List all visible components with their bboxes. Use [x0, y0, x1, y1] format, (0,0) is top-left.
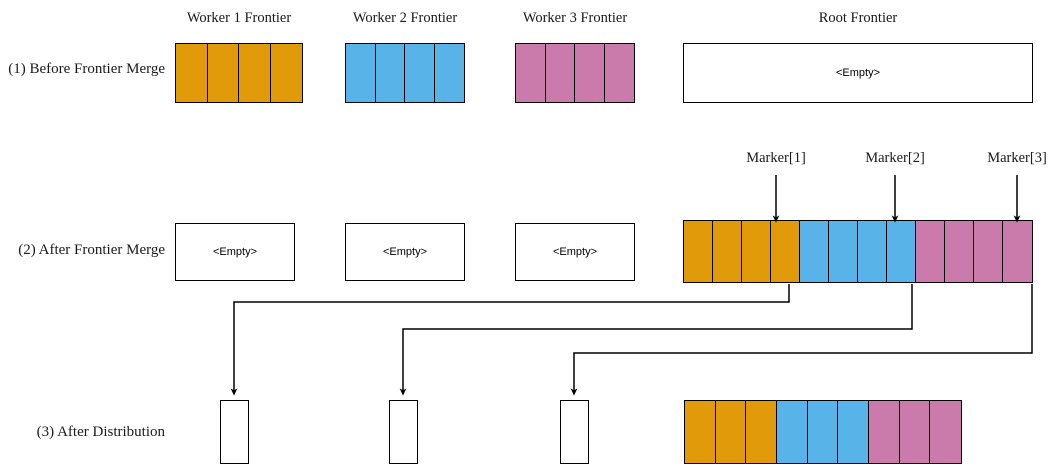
- frontier-cell: [575, 44, 605, 102]
- root-remainder-frontier-bar: [684, 400, 962, 464]
- frontier-cell: [776, 401, 808, 463]
- frontier-cell: [346, 44, 376, 102]
- frontier-cell: [1003, 221, 1032, 282]
- row-label-after-frontier-merge: (2) After Frontier Merge: [18, 242, 165, 258]
- frontier-cell: [545, 44, 575, 102]
- connector-lines: [230, 175, 1033, 396]
- worker-1-frontier-bar: [175, 43, 303, 103]
- frontier-cell: [715, 401, 747, 463]
- empty-label: <Empty>: [382, 245, 428, 258]
- frontier-cell: [930, 401, 961, 463]
- frontier-cell: [239, 44, 271, 102]
- column-title-worker-2-frontier: Worker 2 Frontier: [352, 10, 458, 26]
- worker-1-distributed-cell: [220, 400, 249, 464]
- column-title-worker-3-frontier: Worker 3 Frontier: [522, 10, 628, 26]
- frontier-cell: [685, 401, 716, 463]
- empty-label: <Empty>: [212, 245, 258, 258]
- frontier-cell: [858, 221, 887, 282]
- column-title-worker-1-frontier: Worker 1 Frontier: [186, 10, 292, 26]
- frontier-cell: [713, 221, 742, 282]
- frontier-cell: [742, 221, 771, 282]
- frontier-cell: [375, 44, 405, 102]
- worker-3-frontier-bar: [515, 43, 635, 103]
- row-label-after-distribution: (3) After Distribution: [36, 424, 165, 440]
- marker-3-label: Marker[3]: [987, 150, 1047, 166]
- worker-2-empty-box: <Empty>: [345, 223, 465, 281]
- frontier-cell: [887, 221, 916, 282]
- frontier-cell: [838, 401, 869, 463]
- root-frontier-empty-box: <Empty>: [683, 43, 1033, 103]
- frontier-cell: [829, 221, 858, 282]
- frontier-cell: [899, 401, 931, 463]
- worker-2-frontier-bar: [345, 43, 465, 103]
- frontier-cell: [807, 401, 839, 463]
- frontier-cell: [746, 401, 777, 463]
- frontier-cell: [405, 44, 435, 102]
- worker-3-distributed-cell: [560, 400, 589, 464]
- frontier-cell: [771, 221, 800, 282]
- empty-label: <Empty>: [552, 245, 598, 258]
- frontier-cell: [604, 44, 634, 102]
- connector-2: [399, 284, 913, 396]
- frontier-cell: [176, 44, 208, 102]
- worker-2-distributed-cell: [389, 400, 418, 464]
- marker-1-label: Marker[1]: [746, 150, 806, 166]
- worker-1-empty-box: <Empty>: [175, 223, 295, 281]
- connector-1: [230, 284, 790, 396]
- frontier-cell: [800, 221, 829, 282]
- merged-root-frontier-bar: [683, 220, 1033, 283]
- row-label-before-frontier-merge: (1) Before Frontier Merge: [8, 61, 165, 77]
- frontier-cell: [516, 44, 546, 102]
- marker-2-label: Marker[2]: [865, 150, 925, 166]
- frontier-cell: [945, 221, 974, 282]
- frontier-cell: [868, 401, 900, 463]
- column-title-root-frontier: Root Frontier: [818, 10, 898, 26]
- frontier-cell: [974, 221, 1003, 282]
- frontier-cell: [270, 44, 302, 102]
- frontier-cell: [916, 221, 945, 282]
- connector-3: [570, 284, 1033, 396]
- worker-3-empty-box: <Empty>: [515, 223, 635, 281]
- frontier-cell: [207, 44, 239, 102]
- frontier-cell: [434, 44, 464, 102]
- empty-label: <Empty>: [835, 66, 881, 79]
- frontier-cell: [684, 221, 713, 282]
